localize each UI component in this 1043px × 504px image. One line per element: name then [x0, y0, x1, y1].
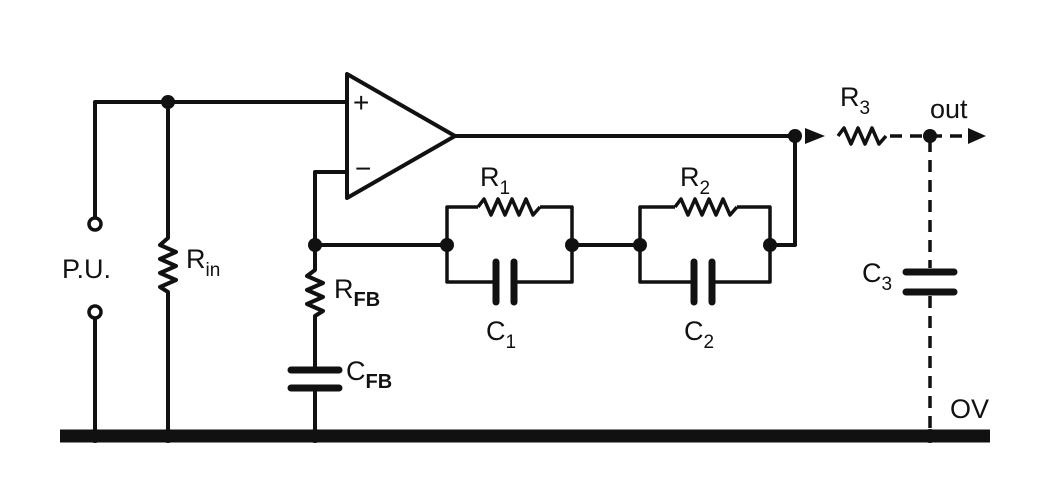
- c1-label: C1: [486, 316, 516, 353]
- junction-dot: [440, 238, 454, 252]
- junction-dot: [308, 238, 322, 252]
- junction-dot: [923, 429, 937, 443]
- r3-label: R3: [840, 82, 870, 119]
- r1-c1-frame: [445, 205, 574, 284]
- junction-dot: [161, 429, 175, 443]
- r2-c2-frame: [638, 205, 772, 284]
- junction-dot: [88, 429, 102, 443]
- out-label: out: [930, 94, 968, 124]
- input-wire: [93, 100, 347, 220]
- junction-dot: [923, 129, 937, 143]
- r-fb-resistor: [305, 243, 325, 370]
- junction-dot: [633, 238, 647, 252]
- r-in-label: Rin: [186, 244, 220, 281]
- out-arrow: [968, 128, 986, 144]
- r-fb-label: RFB: [334, 274, 380, 311]
- junction-dot: [308, 429, 322, 443]
- junction-dot: [161, 95, 175, 109]
- feedback-return-wire: [768, 134, 797, 247]
- r1-resistor: [476, 197, 542, 217]
- c3-label: C3: [862, 258, 892, 295]
- r1-label: R1: [480, 162, 510, 199]
- r-in-resistor: [158, 100, 178, 438]
- op-amp: [345, 72, 457, 200]
- junction-dot: [763, 238, 777, 252]
- output-arrow: [805, 128, 825, 144]
- pickup-terminal-top: [87, 216, 103, 232]
- r2-resistor: [673, 197, 739, 217]
- inverting-input-wire: [313, 170, 349, 247]
- plus-sign: +: [353, 87, 369, 118]
- pickup-label: P.U.: [62, 254, 111, 284]
- pickup-terminal-bottom: [87, 304, 103, 320]
- ground-label: OV: [950, 394, 989, 424]
- junction-dot: [565, 238, 579, 252]
- r3-resistor: [836, 126, 888, 146]
- minus-sign: −: [355, 153, 371, 184]
- junction-dot: [788, 129, 802, 143]
- r2-label: R2: [680, 162, 710, 199]
- c-fb-label: CFB: [346, 356, 392, 393]
- c2-label: C2: [684, 316, 714, 353]
